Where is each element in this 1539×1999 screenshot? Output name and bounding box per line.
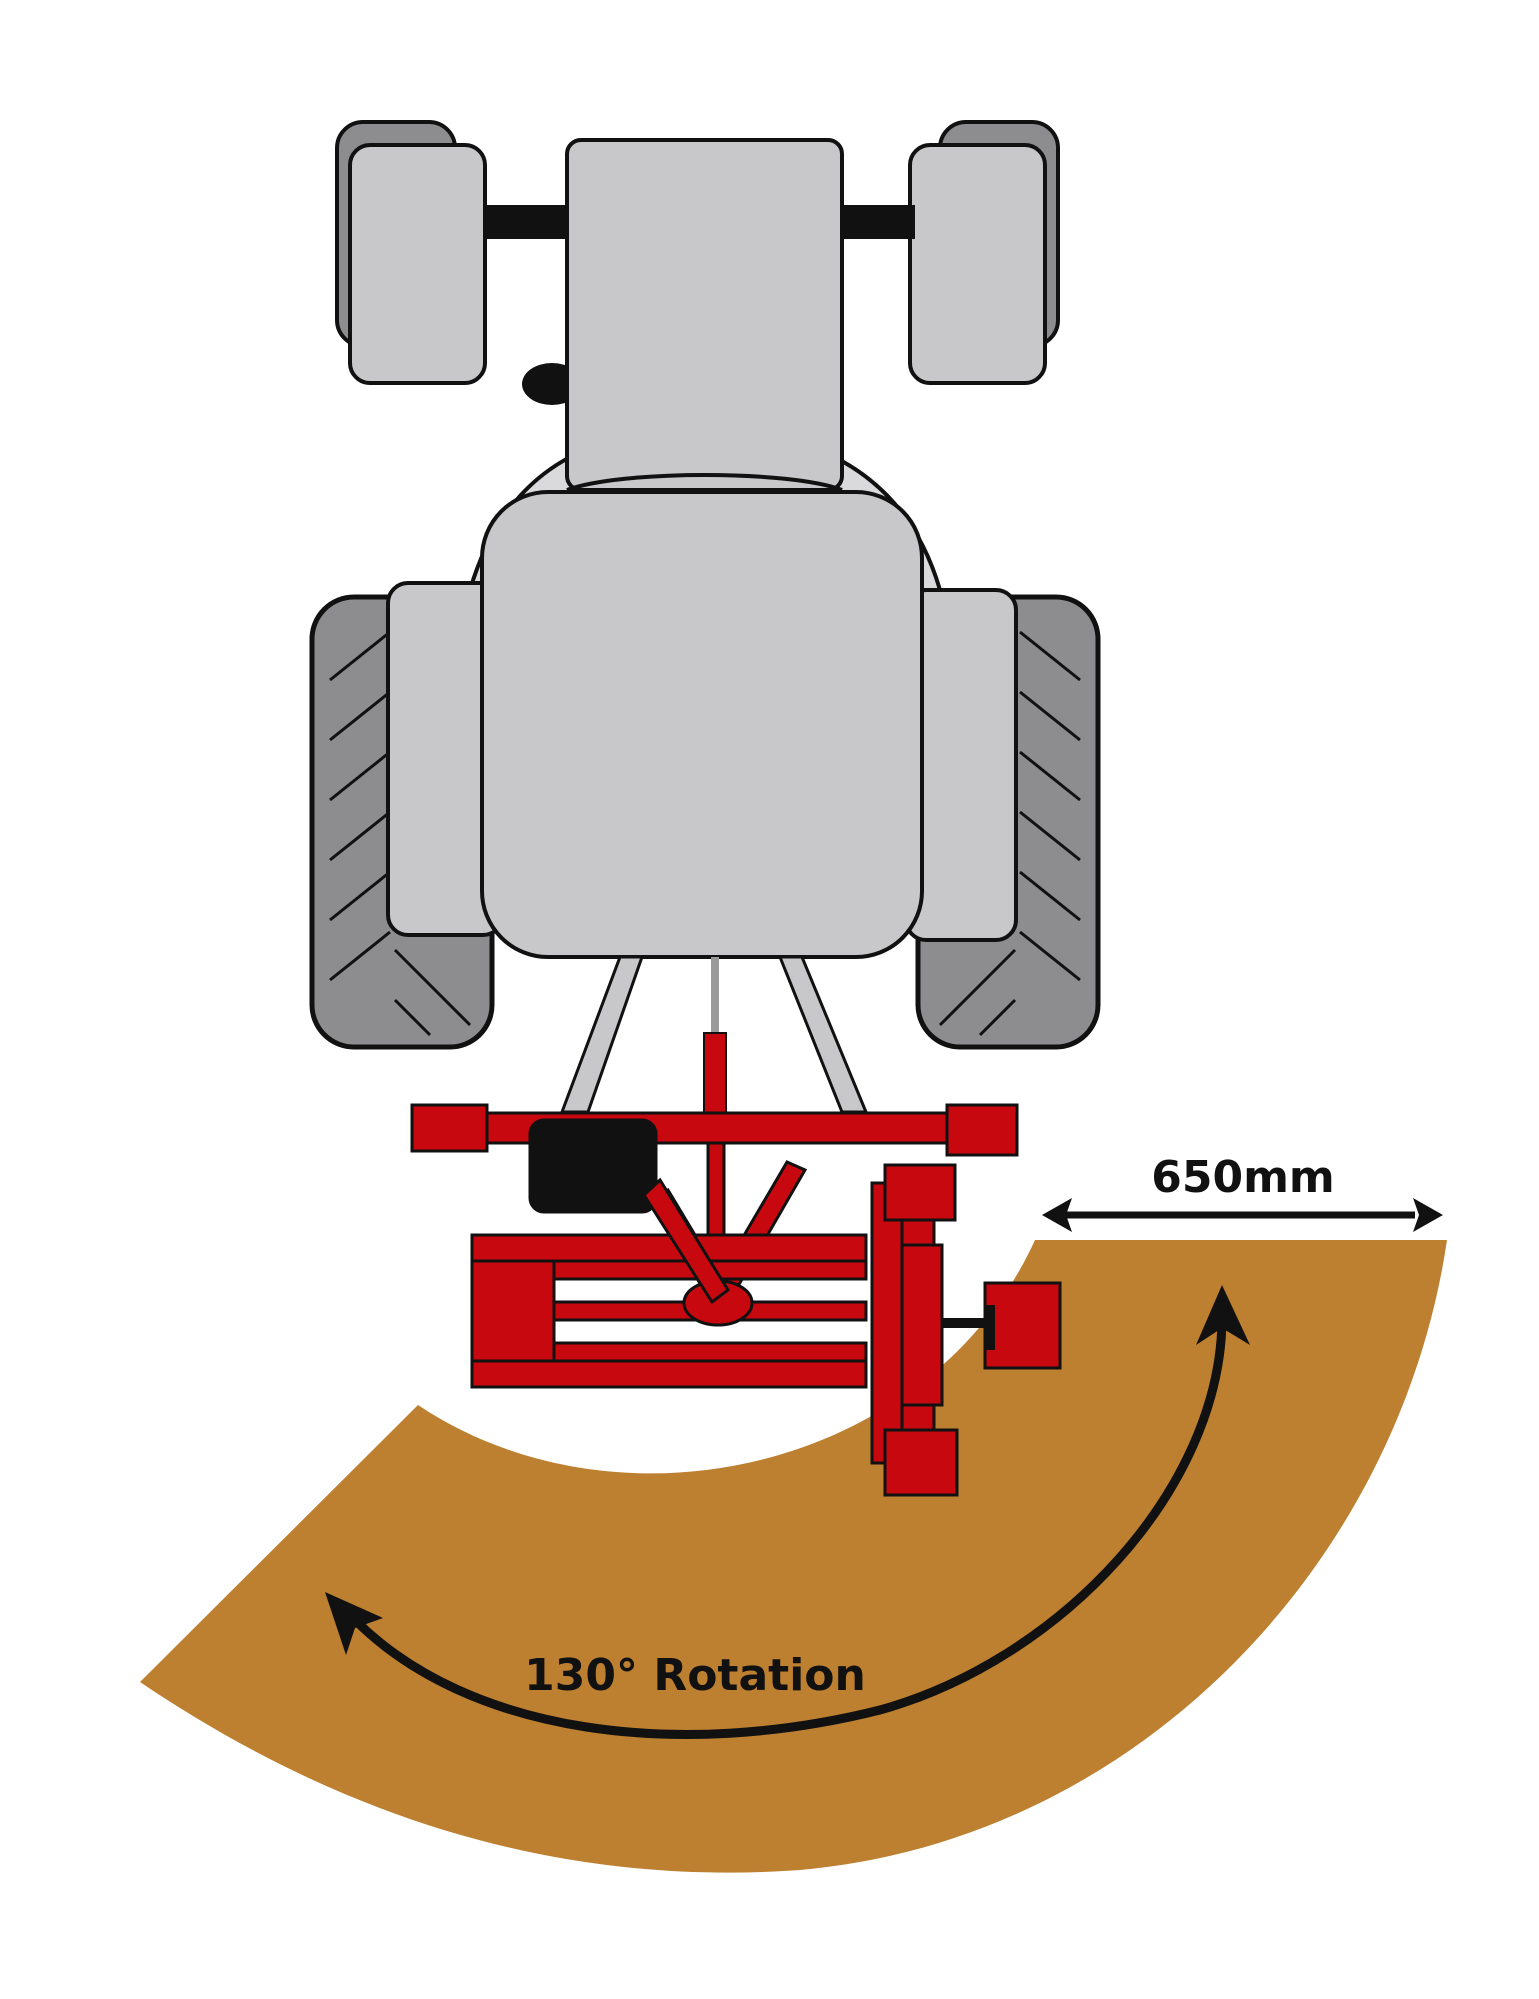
reach-label: 650mm (1151, 1152, 1335, 1203)
arm-bottom-block (883, 1428, 959, 1497)
arm-vertical-outer (870, 1181, 904, 1465)
pto-coupling (985, 1305, 995, 1350)
cab-roof (480, 490, 924, 959)
hydraulic-ram (703, 1032, 727, 1114)
valve-pipe (642, 1177, 730, 1305)
bonnet-edge (566, 473, 843, 492)
mower-main-frame-top (470, 1233, 868, 1263)
headstock-crossbar (410, 1111, 1019, 1145)
mower-main-frame-bottom (470, 1359, 868, 1389)
front-left-wheel (335, 120, 487, 385)
headstock-left-end (410, 1103, 489, 1153)
pto-shaft (942, 1318, 987, 1328)
arm-mid-block (900, 1243, 944, 1407)
front-right-wheel (908, 120, 1060, 385)
rotation-arrow (325, 1285, 1250, 1739)
mower-inner-rail-bottom (552, 1341, 868, 1363)
arm-top-block (883, 1163, 957, 1222)
bonnet (565, 138, 844, 492)
headstock-right-end (945, 1103, 1019, 1157)
rotation-label: 130° Rotation (524, 1650, 866, 1701)
valve-block (528, 1118, 658, 1214)
gearbox (983, 1281, 1062, 1370)
mower-attachment (410, 1103, 1062, 1497)
reach-dimension-arrow (1042, 1198, 1443, 1232)
top-link-rod (711, 957, 719, 1037)
cutting-area-arc (140, 1240, 1447, 1873)
